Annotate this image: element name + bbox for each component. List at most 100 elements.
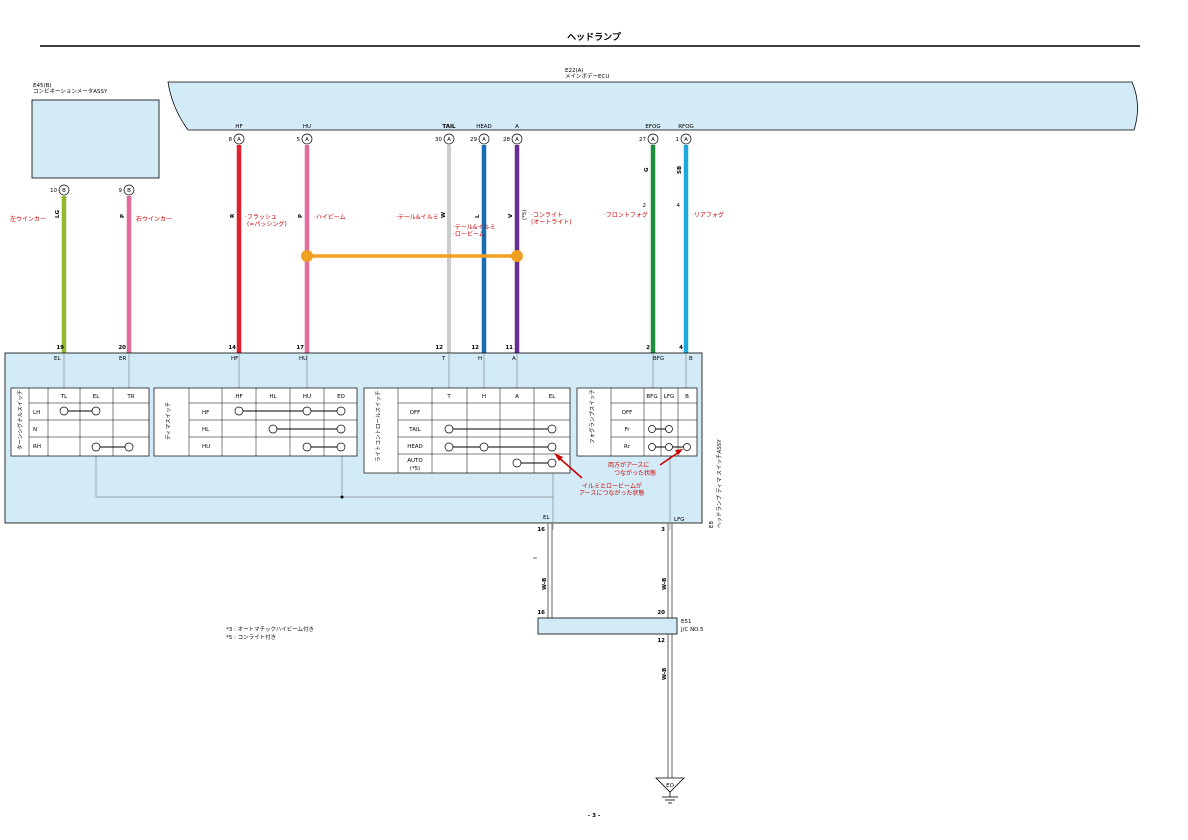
wire-color-label: W-B xyxy=(662,668,668,680)
annotation-rear-fog: ·リアフォグ xyxy=(692,211,724,219)
terminal-label: B xyxy=(689,356,693,362)
ecu-pin-hf: HF A 8 xyxy=(229,124,245,145)
ecu-pin-conn: A xyxy=(482,137,486,143)
annotation-low-beam: ·ロービーム xyxy=(453,230,485,238)
wire-color-label: G xyxy=(644,167,650,172)
ecu-pin-conn: A xyxy=(515,137,519,143)
wire-color-label: R xyxy=(230,213,236,218)
column-header: TR xyxy=(126,394,134,400)
ecu-pin-number: 30 xyxy=(435,137,442,143)
fog-lamp-switch: フォグランプスイッチ BFG LFG B OFF Fr Rr xyxy=(576,387,698,457)
bottom-pin-number: 3 xyxy=(661,527,665,533)
terminal-label: ER xyxy=(119,356,126,362)
column-header: BFG xyxy=(646,394,657,400)
wire-color-label: W xyxy=(441,212,447,218)
light-annotation: アースにつながった状態 xyxy=(579,489,644,497)
highlight-node-right xyxy=(511,250,523,262)
light-control-switch: ライトコントロールスイッチ T H A EL OFF TAIL HEAD AUT… xyxy=(363,387,571,474)
switch-label: ターンシグナルスイッチ xyxy=(16,390,24,450)
row-label: TAIL xyxy=(408,427,421,433)
annotation-autolight: (オートライト) xyxy=(531,219,572,226)
switch-pin-number: 12 xyxy=(471,345,479,351)
switch-assy-name: ヘッドランプ ディマ スイッチASSY xyxy=(715,439,723,528)
wire-mid-pin: 4 xyxy=(677,203,681,209)
page-number: - 3 - xyxy=(588,813,600,819)
fog-annotation: 両方がアースに xyxy=(608,461,649,469)
switch-pin-number: 2 xyxy=(646,345,650,351)
column-header: B xyxy=(685,394,689,400)
internal-leads xyxy=(63,353,687,530)
column-header: EL xyxy=(93,394,100,400)
terminal-label: H xyxy=(478,356,482,362)
wire-color-label: L xyxy=(475,214,481,218)
jc-pin-number: 20 xyxy=(657,610,665,616)
ecu-box: E22(A) メインボデーECU xyxy=(167,68,1138,131)
annotation-head-tail: ·テール&イルミ xyxy=(453,224,496,231)
jc-pin-number: 12 xyxy=(657,638,665,644)
meter-pin-number: 10 xyxy=(50,188,57,194)
annotation-front-fog: ·フロントフォグ xyxy=(604,211,648,219)
annotation-passing: (=パッシング) xyxy=(247,220,287,228)
wire-color-label: SB xyxy=(677,166,683,174)
row-label: OFF xyxy=(410,410,421,416)
ecu-pin-term: HU xyxy=(303,124,311,130)
meter-code: E45(B) xyxy=(33,83,52,89)
row-label: RH xyxy=(33,444,41,450)
ecu-pin-a: A A 28 xyxy=(503,124,523,145)
meter-name: コンビネーションメータASSY xyxy=(33,87,108,95)
annotation-flash: ·フラッシュ xyxy=(245,214,277,221)
row-label: OFF xyxy=(622,410,633,416)
annotation-high-beam: ·ハイビーム xyxy=(314,213,346,221)
fog-annotation: つながった状態 xyxy=(614,469,656,477)
row-label: Rr xyxy=(624,444,631,450)
row-label: HU xyxy=(202,444,210,450)
annotation-left-turn: 左ウインカー xyxy=(10,215,46,223)
column-header: HF xyxy=(235,394,242,400)
ecu-pin-term: EFOG xyxy=(645,124,660,130)
terminal-label: BFG xyxy=(653,356,664,362)
terminal-label: HU xyxy=(299,356,307,362)
ecu-pin-number: 8 xyxy=(229,137,233,143)
column-header: TL xyxy=(60,394,68,400)
row-label: HF xyxy=(202,410,209,416)
column-header: HU xyxy=(303,394,311,400)
ecu-pin-term: HEAD xyxy=(476,124,492,130)
row-label: HEAD xyxy=(407,444,423,450)
ecu-pin-number: 28 xyxy=(503,137,510,143)
ecu-pin-term: TAIL xyxy=(442,124,456,130)
column-header: A xyxy=(515,394,519,400)
row-label: Fr xyxy=(624,427,630,433)
red-arrows xyxy=(554,449,683,479)
ground-label: EO xyxy=(666,783,674,789)
switch-pin-number: 4 xyxy=(679,345,683,351)
wire-color-label: P xyxy=(120,214,126,218)
switch-label: フォグランプスイッチ xyxy=(588,389,596,444)
meter-pin-conn: B xyxy=(62,188,66,194)
ecu-pin-number: 1 xyxy=(676,137,680,143)
ecu-name: メインボデーECU xyxy=(565,72,609,80)
switch-pin-number: 20 xyxy=(118,345,126,351)
terminal-label: HF xyxy=(231,356,238,362)
column-header: H xyxy=(482,394,486,400)
switch-pin-number: 12 xyxy=(435,345,443,351)
switch-assy-code: E8 xyxy=(709,521,715,528)
column-header: HL xyxy=(269,394,277,400)
meter-pin-10: B 10 xyxy=(50,184,70,196)
jc-name: J/C NO.5 xyxy=(680,627,704,633)
ecu-pin-term: A xyxy=(515,124,519,130)
dimmer-switch: ディマスイッチ HF HL HU ED HF HL HU xyxy=(153,387,358,457)
junction-dot xyxy=(340,495,344,499)
bottom-pin-number: 16 xyxy=(537,527,545,533)
light-annotation: イルミとロービームが xyxy=(582,482,642,490)
row-label: LH xyxy=(33,410,40,416)
ecu-pin-hu: HU A 5 xyxy=(297,124,313,145)
column-header: T xyxy=(446,394,451,400)
switch-pin-number: 14 xyxy=(228,345,236,351)
ecu-pin-rfog: RFOG A 1 xyxy=(676,124,694,145)
ecu-pin-conn: A xyxy=(237,137,241,143)
column-header: ED xyxy=(337,394,345,400)
footnote: *5 : コンライト付き xyxy=(226,633,276,641)
wire-color-label: LG xyxy=(55,209,61,218)
row-label: (*5) xyxy=(410,466,421,472)
jc-pin-number: 16 xyxy=(537,610,545,616)
